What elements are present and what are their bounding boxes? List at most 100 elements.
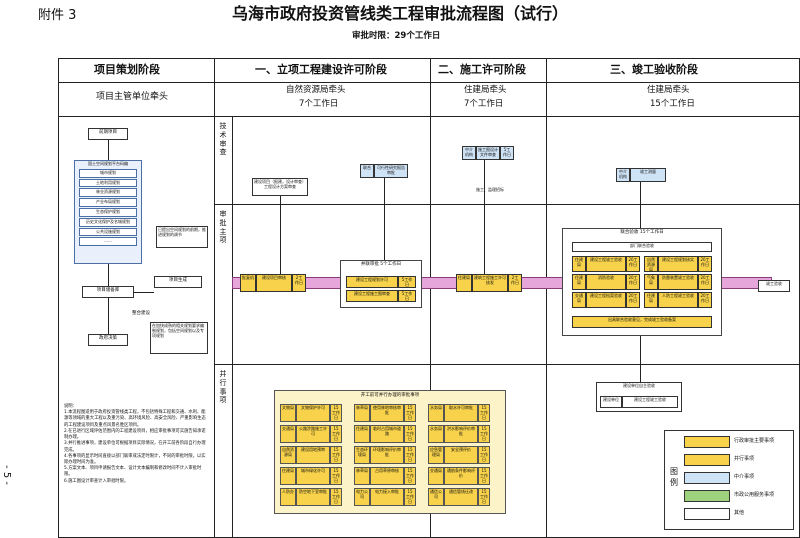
notes-block: 说明： 1.本流程图适用于政府投资管线类工程，不包括特殊工程和交通、水利、能源等…: [64, 404, 208, 485]
s1-joint-a: 建设工程规划许可: [346, 276, 398, 288]
s3-own-b: 建设工程竣工验收: [622, 396, 678, 408]
plan-item: 公共设施规划: [79, 227, 137, 237]
plan-platform-box: 国土空间规划平台码编 城市规划 土地利用规划 林业资源规划 产业布局规划 生态保…: [74, 160, 142, 264]
parallel-agency: 交通局: [280, 425, 296, 443]
s3-tech-a: 中介机构: [616, 168, 630, 182]
parallel-item: 通航条件影响评价: [444, 467, 478, 485]
planning-note-top: 已提出空间规划的前期，推进规划的调节: [156, 226, 208, 248]
parallel-days: 15工作日: [330, 467, 342, 485]
parallel-title: 开工前可并行办理的审批事项: [360, 393, 420, 398]
parallel-days: 15工作日: [330, 488, 342, 506]
s3-own-a: 建设单位: [600, 396, 622, 408]
legend-label: 其他: [734, 510, 745, 516]
parallel-days: 15工作日: [330, 425, 342, 443]
legend-swatch: [684, 508, 730, 520]
planning-note-bottom: 在加快成熟的相关规划要求编制规划，包括空间规划以及专项规划: [150, 322, 208, 354]
legend-label: 并行事项: [734, 456, 755, 462]
parallel-days: 15工作日: [478, 404, 490, 422]
parallel-item: 安全预评价: [444, 446, 478, 464]
parallel-item: 通信管线迁改: [444, 488, 478, 506]
s3-item-days: 20工作日: [626, 274, 640, 290]
s3-item-agency: 住建局: [572, 274, 586, 290]
parallel-agency: 住建局: [280, 467, 296, 485]
s1-main-b-days: 2工作日: [292, 274, 306, 292]
stage-title-planning: 项目策划阶段: [94, 63, 160, 76]
s1-main-a: 批复机: [240, 274, 256, 292]
parallel-days: 15工作日: [404, 425, 416, 443]
parallel-days: 15工作日: [330, 404, 342, 422]
parallel-item: 临时占用城市道路: [370, 425, 404, 443]
parallel-days: 15工作日: [478, 488, 490, 506]
s2-main-a: 住建局: [456, 274, 472, 292]
parallel-item: 环境影响评价审批: [370, 446, 404, 464]
parallel-item: 防空地下室审批: [296, 488, 330, 506]
parallel-agency: 电力公司: [354, 488, 370, 506]
row-label-main: 审批主项: [219, 210, 227, 245]
parallel-agency: 水务局: [428, 425, 444, 443]
s3-item-days: 20工作日: [698, 256, 712, 272]
plan-item: 土地利用规划: [79, 178, 137, 188]
note-line: 2.在已进行区域评估范围内的工程建设项目，相应审批事项可实施告知承诺制办理。: [64, 428, 206, 441]
s2-main-b: 建筑工程施工许可核发: [472, 274, 508, 292]
s3-item-agency: 气象局: [644, 274, 658, 290]
s2-tech-note: 施工、监理招标: [476, 187, 504, 192]
s3-item-name: 消防验收: [586, 274, 626, 290]
legend-swatch: [684, 454, 730, 466]
s2-tech-days: 5工作日: [500, 146, 514, 160]
s3-item-agency: 住建局: [644, 292, 658, 308]
s3-item-name: 建设工程竣工验收: [586, 256, 626, 272]
s3-item-days: 20工作日: [626, 256, 640, 272]
stage-days-acceptance: 15个工作日: [650, 99, 695, 109]
s3-item-agency: 自然资源局: [644, 256, 658, 272]
s3-end-box: 竣工验收: [758, 280, 790, 292]
s3-joint-sub: 部门联合验收: [572, 242, 712, 252]
s1-joint-a-days: 5工作日: [398, 276, 416, 288]
parallel-item: 洪水影响评价审批: [444, 425, 478, 443]
parallel-days: 15工作日: [478, 425, 490, 443]
attachment-label: 附件 3: [38, 8, 77, 23]
parallel-item: 城市绿化许可: [296, 467, 330, 485]
parallel-item: 取水许可审批: [444, 404, 478, 422]
parallel-days: 15工作日: [404, 488, 416, 506]
parallel-agency: 应急管理局: [428, 446, 444, 464]
stage-title-construction: 二、施工许可阶段: [438, 63, 526, 76]
parallel-days: 15工作日: [478, 446, 490, 464]
plan-item: 历史文化保护及名城规划: [79, 217, 137, 227]
parallel-days: 15工作日: [404, 404, 416, 422]
s1-tech-right-a: 联合: [360, 164, 374, 178]
parallel-agency: 通信公司: [428, 488, 444, 506]
page-subtitle: 审批时限：29个工作日: [352, 31, 441, 41]
s2-tech-a: 中介机构: [462, 146, 476, 160]
plan-item: 城市规划: [79, 168, 137, 178]
parallel-days: 15工作日: [404, 467, 416, 485]
s3-bottom-bar: 出具联合验收意见，完成竣工验收备案: [572, 316, 712, 328]
stage-days-construction: 7个工作日: [464, 99, 504, 109]
legend-swatch: [684, 436, 730, 448]
parallel-item: 占用草原审核: [370, 467, 404, 485]
note-line: 6.施工图设计审查计入审批时限。: [64, 478, 129, 484]
legend-title: 图例: [670, 467, 678, 488]
stage-lead-permit: 自然资源局牵头: [286, 85, 346, 95]
s3-tech-b: 竣工测量: [630, 168, 666, 182]
s3-joint-title: 联合验收 15个工作日: [620, 230, 664, 235]
stage-title-permit: 一、立项工程建设许可阶段: [255, 63, 387, 76]
gov-decision-box: 政府决策: [88, 334, 128, 346]
parallel-agency: 自然资源局: [280, 446, 296, 464]
parallel-days: 15工作日: [330, 446, 342, 464]
parallel-days: 15工作日: [404, 446, 416, 464]
plan-platform-title: 国土空间规划平台码编: [88, 161, 128, 166]
stage-title-acceptance: 三、竣工验收阶段: [610, 63, 698, 76]
row-label-tech: 技术审查: [219, 122, 227, 157]
parallel-item: 电力接入审批: [370, 488, 404, 506]
notes-title: 说明：: [64, 404, 77, 409]
s1-tech-right-b: 可行性研究报告审批: [374, 164, 408, 178]
parallel-days: 15工作日: [478, 467, 490, 485]
page-title: 乌海市政府投资管线类工程审批流程图（试行）: [232, 4, 569, 23]
plan-item: 产业布局规划: [79, 198, 137, 207]
stage-lead-planning: 项目主管单位牵头: [96, 92, 169, 102]
parallel-agency: 生态环境局: [354, 446, 370, 464]
s1-joint-b-days: 5工作日: [398, 290, 416, 302]
parallel-agency: 交通局: [428, 467, 444, 485]
s3-own-title: 建设单位自主验收: [623, 383, 655, 388]
s1-joint-title: 并联审批 5个工作日: [360, 262, 402, 267]
